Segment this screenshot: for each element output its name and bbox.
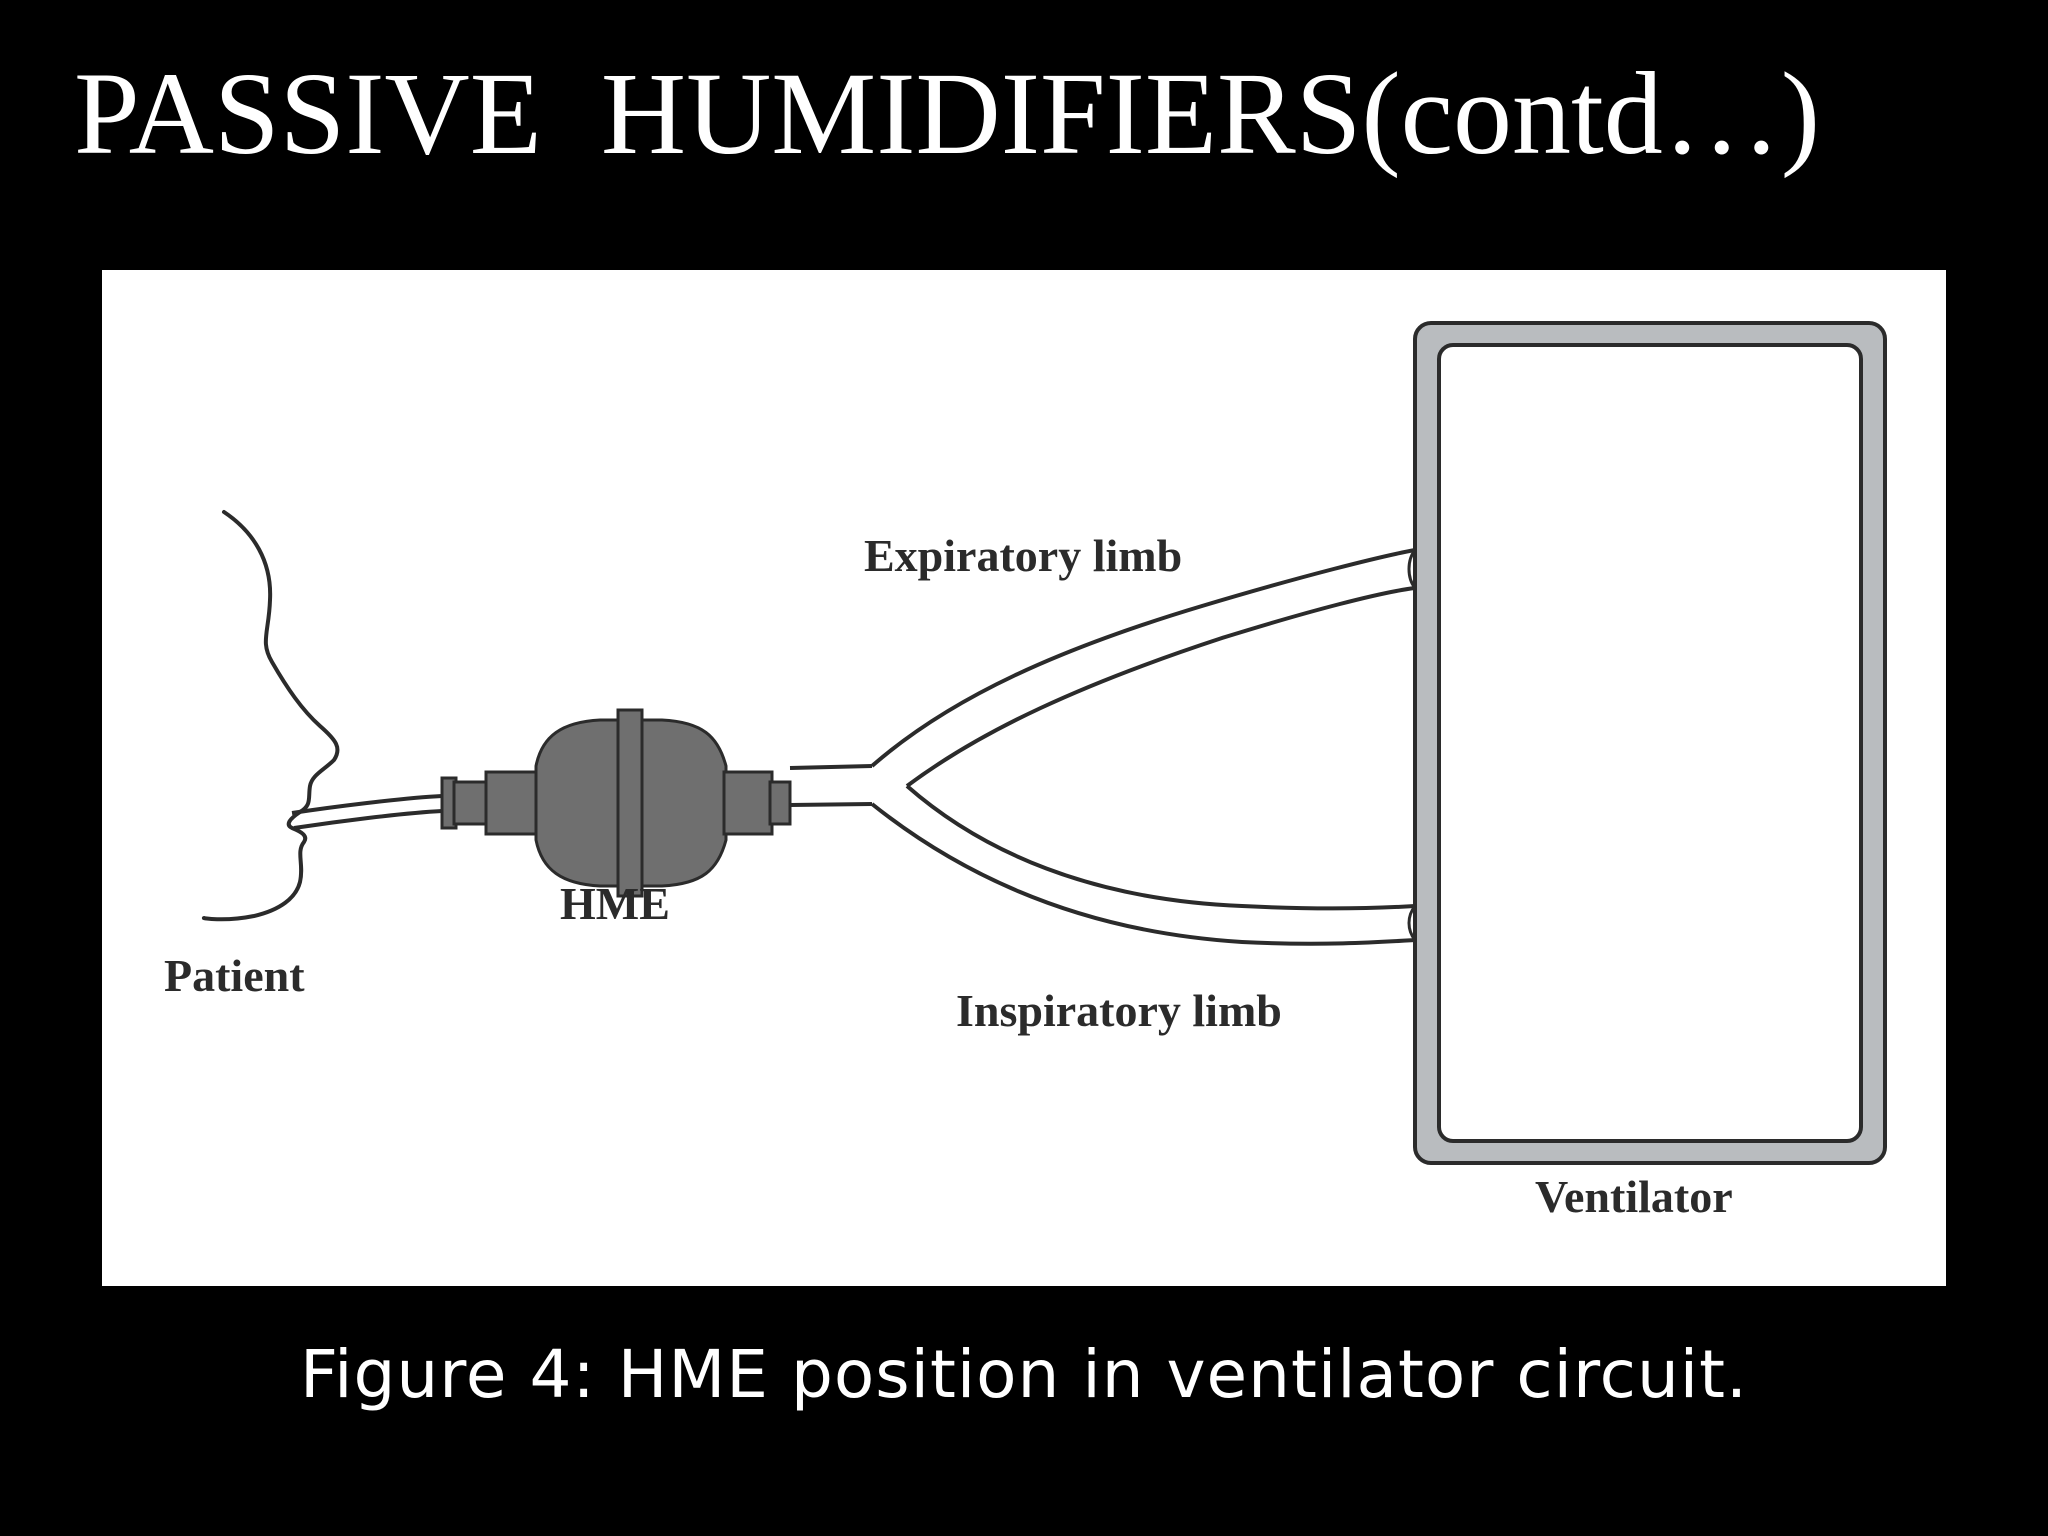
hme-circuit-diagram: Patient HME Expiratory limb Inspiratory …: [164, 321, 1887, 1222]
inspiratory-limb-tube: [870, 802, 1416, 946]
patient-tube: [291, 794, 443, 830]
expiratory-limb-label: Expiratory limb: [864, 530, 1182, 581]
hme-label: HME: [560, 878, 670, 929]
inspiratory-limb-label: Inspiratory limb: [956, 985, 1282, 1036]
hme-device: [440, 708, 792, 898]
expiratory-limb-tube: [870, 548, 1416, 768]
circuit-tubing: [789, 548, 1417, 946]
patient-profile-outline: [201, 510, 340, 922]
figure-panel: Patient HME Expiratory limb Inspiratory …: [102, 270, 1946, 1286]
figure-caption: Figure 4: HME position in ventilator cir…: [300, 1336, 1748, 1413]
slide-title: PASSIVE HUMIDIFIERS(contd…): [74, 48, 1821, 179]
ventilator-box: [1413, 321, 1887, 1165]
patient-label: Patient: [164, 950, 305, 1001]
ventilator-label: Ventilator: [1535, 1171, 1733, 1222]
